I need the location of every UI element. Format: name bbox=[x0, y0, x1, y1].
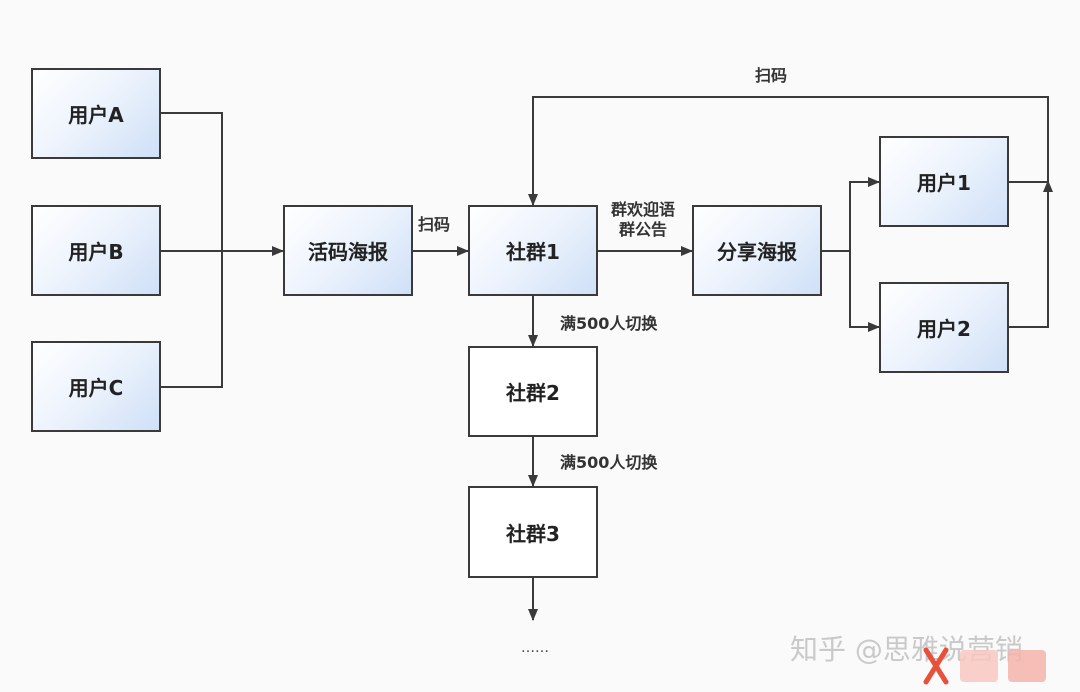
node-user-1: 用户1 bbox=[879, 136, 1009, 227]
label-welcome: 群欢迎语 群公告 bbox=[600, 200, 686, 240]
node-group-3: 社群3 bbox=[468, 486, 598, 578]
label-switch-1: 满500人切换 bbox=[560, 314, 658, 333]
watermark-logo bbox=[923, 647, 1046, 685]
node-user-c: 用户C bbox=[31, 341, 161, 432]
node-group-2: 社群2 bbox=[468, 346, 598, 437]
node-group-1: 社群1 bbox=[468, 205, 598, 296]
edge-user-c bbox=[161, 251, 223, 388]
ellipsis: …… bbox=[521, 640, 549, 656]
edge-share-user2 bbox=[849, 251, 880, 332]
node-user-2: 用户2 bbox=[879, 282, 1009, 373]
label-scan: 扫码 bbox=[418, 215, 451, 234]
node-user-a: 用户A bbox=[31, 68, 161, 159]
label-welcome-line2: 群公告 bbox=[618, 220, 667, 239]
edge-share-split bbox=[822, 177, 880, 252]
label-welcome-line1: 群欢迎语 bbox=[610, 200, 675, 219]
label-scan-top: 扫码 bbox=[755, 66, 788, 85]
edge-user-a bbox=[161, 112, 223, 251]
node-live-poster: 活码海报 bbox=[283, 205, 413, 296]
node-user-b: 用户B bbox=[31, 205, 161, 296]
edge-scan-return bbox=[528, 96, 1049, 206]
edge-user2-return bbox=[1009, 180, 1053, 328]
label-switch-2: 满500人切换 bbox=[560, 453, 658, 472]
node-share-poster: 分享海报 bbox=[692, 205, 822, 296]
